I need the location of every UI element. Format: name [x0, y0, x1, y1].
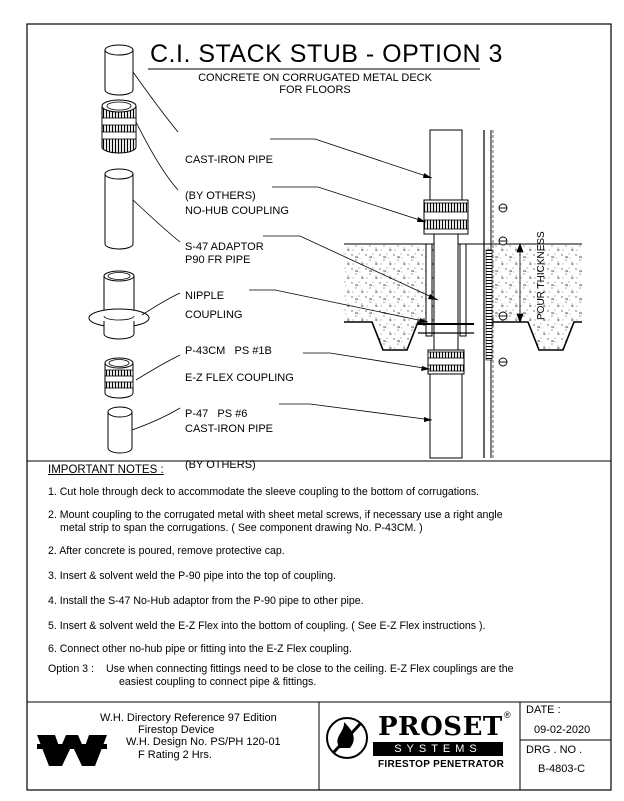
shaft-wall	[483, 130, 494, 458]
option-line2: easiest coupling to connect pipe & fitti…	[119, 676, 317, 688]
assembly-leader-arrows	[417, 173, 438, 422]
note-5: 4. Install the S-47 No-Hub adaptor from …	[48, 595, 364, 607]
option-line1: Use when connecting fittings need to be …	[106, 663, 514, 675]
assembled-ez-flex-coupling	[427, 349, 465, 375]
option-label: Option 3 :	[48, 663, 94, 675]
reference-line4: F Rating 2 Hrs.	[138, 749, 212, 761]
component-detail: (BY OTHERS)	[185, 190, 256, 202]
pour-thickness-label: POUR THICKNESS	[536, 231, 547, 320]
component-detail: S-47 ADAPTOR	[185, 241, 264, 253]
note-2-line1: 2. Mount coupling to the corrugated meta…	[48, 509, 503, 521]
sheet-metal-screws	[498, 203, 508, 367]
note-4: 3. Insert & solvent weld the P-90 pipe i…	[48, 570, 336, 582]
component-label-2: NO-HUB COUPLING S-47 ADAPTOR	[185, 181, 289, 265]
note-1: 1. Cut hole through deck to accommodate …	[48, 486, 480, 498]
component-name: COUPLING	[185, 309, 243, 321]
reference-line1: W.H. Directory Reference 97 Edition	[100, 712, 277, 724]
note-2-line2: metal strip to span the corrugations. ( …	[60, 522, 423, 534]
systems-wordmark: SYSTEMS	[394, 743, 482, 755]
drawing-subtitle-line2: FOR FLOORS	[279, 84, 351, 96]
component-p90-pipe-nipple	[104, 168, 134, 250]
component-name: E-Z FLEX COUPLING	[185, 372, 294, 384]
reference-line3: W.H. Design No. PS/PH 120-01	[126, 736, 281, 748]
note-7: 6. Connect other no-hub pipe or fitting …	[48, 643, 352, 655]
component-name: CAST-IRON PIPE	[185, 154, 274, 166]
wh-logo	[37, 735, 107, 766]
assembly-leaders	[249, 138, 439, 421]
assembled-cast-iron-pipe-upper	[429, 129, 463, 211]
concrete-slab	[344, 244, 582, 350]
component-label-1: CAST-IRON PIPE (BY OTHERS)	[185, 130, 273, 214]
component-detail: (BY OTHERS)	[185, 459, 256, 471]
note-6: 5. Insert & solvent weld the E-Z Flex in…	[48, 620, 486, 632]
assembled-no-hub-coupling	[423, 199, 469, 235]
drawing-subtitle-line1: CONCRETE ON CORRUGATED METAL DECK	[198, 72, 432, 84]
firestop-tagline: FIRESTOP PENETRATOR	[378, 759, 505, 770]
component-name: CAST-IRON PIPE	[185, 423, 274, 435]
pour-thickness-dimension	[516, 242, 524, 324]
assembled-sleeve-coupling	[418, 243, 474, 337]
date-label: DATE :	[526, 704, 561, 716]
component-detail: P-47 PS #6	[185, 408, 248, 420]
proset-wordmark: PROSET	[378, 712, 503, 742]
component-cast-iron-pipe-bottom	[107, 406, 133, 454]
component-no-hub-coupling	[101, 99, 137, 154]
drawing-number-value: B-4803-C	[538, 763, 586, 775]
component-leaders	[131, 71, 181, 431]
component-label-3: P90 FR PIPE NIPPLE	[185, 230, 250, 314]
assembled-cast-iron-pipe-lower	[429, 373, 463, 459]
component-label-6: CAST-IRON PIPE (BY OTHERS)	[185, 399, 273, 483]
registered-mark: ®	[504, 710, 511, 720]
proset-systems-bar	[373, 742, 503, 756]
component-detail: P-43CM PS #1B	[185, 345, 272, 357]
corrugated-metal-deck	[344, 321, 582, 351]
component-label-4: COUPLING P-43CM PS #1B	[185, 285, 272, 369]
drawing-number-label: DRG . NO .	[526, 744, 583, 756]
component-label-5: E-Z FLEX COUPLING P-47 PS #6	[185, 348, 294, 432]
component-cast-iron-pipe-top	[104, 44, 134, 96]
component-name: NO-HUB COUPLING	[185, 205, 289, 217]
component-detail: NIPPLE	[185, 290, 225, 302]
component-ez-flex-coupling	[104, 357, 134, 399]
date-value: 09-02-2020	[534, 724, 591, 736]
reference-line2: Firestop Device	[138, 724, 215, 736]
component-name: P90 FR PIPE	[185, 254, 251, 266]
component-coupling-p43cm	[88, 270, 150, 340]
note-3: 2. After concrete is poured, remove prot…	[48, 545, 285, 557]
notes-heading: IMPORTANT NOTES :	[48, 464, 164, 476]
drawing-title: C.I. STACK STUB - OPTION 3	[150, 40, 503, 68]
no-fire-icon	[326, 717, 368, 759]
